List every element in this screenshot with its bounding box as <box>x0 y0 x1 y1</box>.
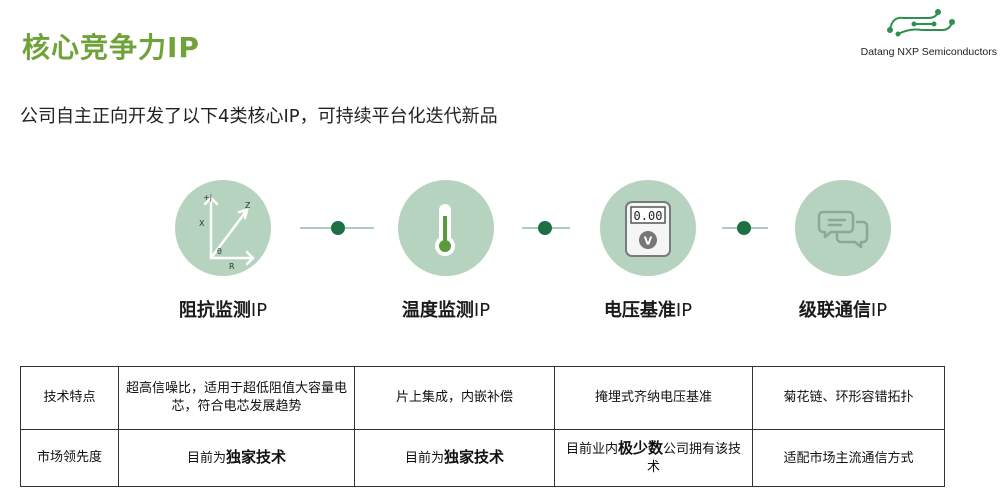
intro-text: 公司自主正向开发了以下4类核心IP，可持续平台化迭代新品 <box>20 106 498 127</box>
impedance-ip-label: 阻抗监测IP <box>178 300 268 321</box>
table-row: 技术特点 超高信噪比，适用于超低阻值大容量电芯，符合电芯发展趋势 片上集成，内嵌… <box>20 366 945 430</box>
connector-dot <box>331 221 345 235</box>
company-name: Datang NXP Semiconductors <box>860 46 997 58</box>
table-cell: 目前业内极少数公司拥有该技术 <box>554 429 753 487</box>
theta-glyph: θ <box>217 247 222 256</box>
row-header: 市场领先度 <box>20 429 119 487</box>
z-glyph: Z <box>245 201 251 210</box>
row-header: 技术特点 <box>20 366 119 430</box>
communication-ip-circle <box>795 180 891 276</box>
thermometer-icon <box>435 204 455 256</box>
table-cell: 适配市场主流通信方式 <box>752 429 945 487</box>
table-cell: 片上集成，内嵌补偿 <box>354 366 555 430</box>
ip-comparison-table: 技术特点 超高信噪比，适用于超低阻值大容量电芯，符合电芯发展趋势 片上集成，内嵌… <box>20 366 945 487</box>
page-title: 核心竞争力IP <box>22 31 200 64</box>
meter-reading: 0.00 <box>634 209 663 223</box>
connector-dot <box>737 221 751 235</box>
communication-ip-label: 级联通信IP <box>798 300 888 321</box>
temperature-ip-label: 温度监测IP <box>401 300 491 321</box>
r-glyph: R <box>229 262 235 271</box>
impedance-vector-icon: +j X Z θ R <box>199 193 255 271</box>
temperature-ip-circle <box>398 180 494 276</box>
company-logo <box>887 9 955 37</box>
table-cell: 掩埋式齐纳电压基准 <box>554 366 753 430</box>
table-cell: 菊花链、环形容错拓扑 <box>752 366 945 430</box>
chat-bubbles-icon <box>817 210 869 249</box>
imag-axis-glyph: +j <box>203 193 212 202</box>
voltage-ip-label: 电压基准IP <box>603 300 693 321</box>
voltage-ip-circle: 0.00 V <box>600 180 696 276</box>
meter-unit: V <box>644 235 653 248</box>
connector-dot <box>538 221 552 235</box>
table-cell: 目前为独家技术 <box>118 429 355 487</box>
voltmeter-icon: 0.00 V <box>625 201 671 257</box>
table-cell: 超高信噪比，适用于超低阻值大容量电芯，符合电芯发展趋势 <box>118 366 355 430</box>
table-cell: 目前为独家技术 <box>354 429 555 487</box>
table-row: 市场领先度 目前为独家技术 目前为独家技术 目前业内极少数公司拥有该技术 适配市… <box>20 429 945 487</box>
x-glyph: X <box>199 219 205 228</box>
impedance-ip-circle: +j X Z θ R <box>175 180 271 276</box>
